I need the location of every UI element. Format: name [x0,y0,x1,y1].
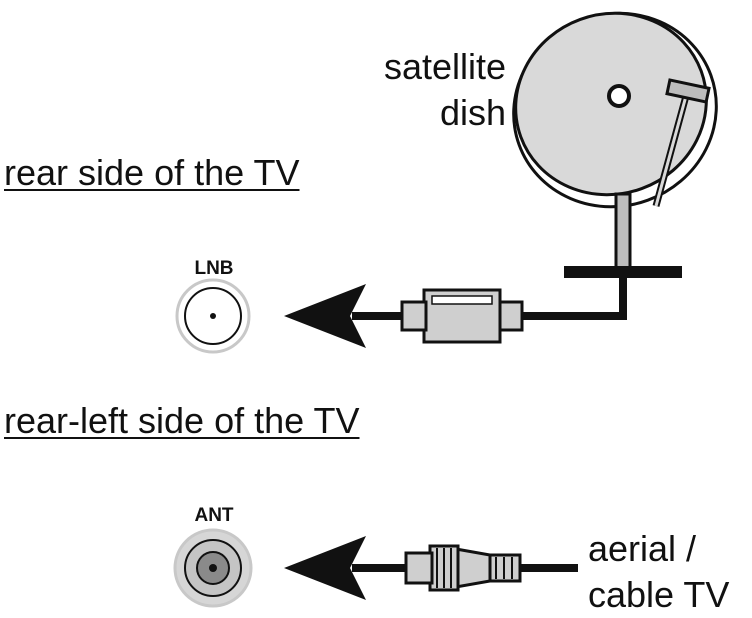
heading-rear-left-side: rear-left side of the TV [4,400,360,441]
antenna-cable [284,536,578,600]
satellite-label-line1: satellite [383,46,506,87]
heading-rear-side: rear side of the TV [4,152,300,193]
satellite-label-line2: dish [439,92,506,133]
arrow-left-icon [284,284,366,348]
lnb-port-icon [175,278,251,354]
aerial-cable-label: aerial / cable TV [588,526,729,618]
satellite-dish-icon [512,11,718,278]
ant-port-icon [173,528,253,608]
aerial-label-line2: cable TV [588,574,730,615]
aerial-label-line1: aerial / [588,528,697,569]
arrow-left-icon [284,536,366,600]
satellite-dish-label: satellite dish [384,44,506,136]
lnb-port-label: LNB [194,258,234,279]
ant-port-label: ANT [194,505,234,526]
lnb-cable [284,278,627,348]
